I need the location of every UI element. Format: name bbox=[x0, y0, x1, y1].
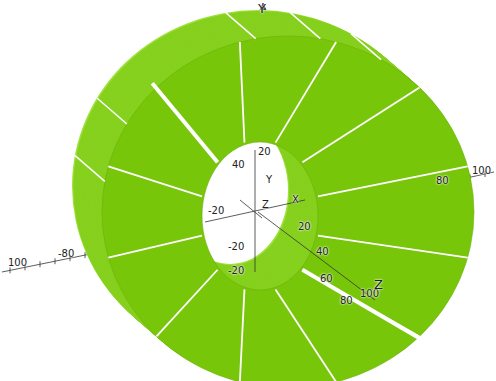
axis-label: 80 bbox=[340, 296, 353, 306]
ring-body bbox=[72, 10, 474, 381]
axis-label: Z bbox=[262, 200, 269, 210]
axis-label: 60 bbox=[320, 274, 333, 284]
axis-label: 100 bbox=[472, 166, 491, 176]
axis-label: 20 bbox=[258, 147, 271, 157]
axis-label: -20 bbox=[208, 206, 224, 216]
axis-label: Y bbox=[266, 175, 272, 185]
inner-axes bbox=[205, 150, 375, 300]
axis-label: 40 bbox=[316, 247, 329, 257]
axis-label: -80 bbox=[58, 249, 74, 259]
axis-label: -20 bbox=[228, 242, 244, 252]
axis-label: Y bbox=[258, 2, 266, 15]
axis-label: -20 bbox=[228, 266, 244, 276]
segment-gaps bbox=[75, 13, 468, 381]
axis-label: Z bbox=[374, 278, 383, 291]
axis-label: 80 bbox=[436, 176, 449, 186]
axis-label: X bbox=[292, 195, 299, 205]
axis-label: 20 bbox=[298, 222, 311, 232]
axis-label: 40 bbox=[232, 160, 245, 170]
axis-label: 100 bbox=[8, 258, 27, 268]
